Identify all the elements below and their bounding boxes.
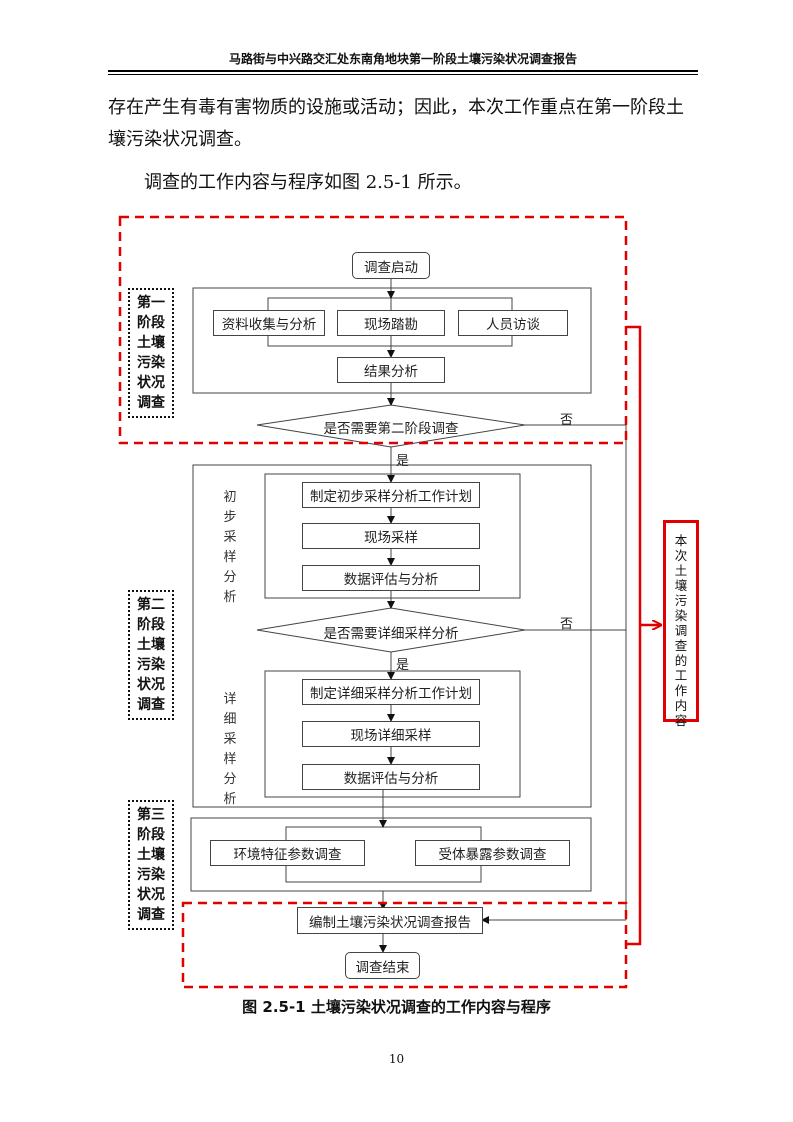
label-char: 分: [223, 570, 237, 585]
phase1-highlight-frame: [118, 215, 628, 445]
label-char: 的: [674, 653, 688, 668]
label-char: 染: [674, 608, 688, 623]
label-char: 采: [223, 732, 237, 747]
label-line: 污染: [137, 867, 165, 883]
label-char: 分: [223, 772, 237, 787]
label-char: 析: [223, 792, 237, 807]
label-char: 调: [674, 623, 688, 638]
label-char: 析: [223, 590, 237, 605]
label-line: 调查: [137, 697, 165, 713]
label-char: 污: [674, 593, 688, 608]
detailed-data-eval-node: 数据评估与分析: [302, 764, 480, 790]
no-label: 否: [560, 413, 574, 428]
label-char: 容: [674, 713, 688, 728]
label-char: 细: [223, 712, 237, 727]
label-line: 调查: [137, 907, 165, 923]
label-line: 阶段: [137, 315, 165, 331]
phase1-frame: [192, 287, 592, 394]
detailed-sampling-frame: [264, 670, 521, 798]
label-line: 第一: [137, 295, 165, 311]
label-char: 次: [674, 548, 688, 563]
detailed-sampling-node: 现场详细采样: [302, 721, 480, 747]
label-char: 本: [674, 533, 688, 548]
running-header: 马路街与中兴路交汇处东南角地块第一阶段土壤污染状况调查报告: [228, 52, 577, 66]
label-char: 样: [223, 550, 237, 565]
label-line: 土壤: [137, 847, 165, 863]
figure-caption: 图 2.5-1 土壤污染状况调查的工作内容与程序: [242, 998, 551, 1016]
result-analysis-node: 结果分析: [337, 357, 445, 383]
page-number: 10: [388, 1052, 405, 1066]
paragraph-line: 存在产生有毒有害物质的设施或活动；因此，本次工作重点在第一阶段土: [108, 97, 684, 118]
label-char: 样: [223, 752, 237, 767]
phase3-label: 第三 阶段 土壤 污染 状况 调查: [128, 800, 174, 930]
report-node: 编制土壤污染状况调查报告: [297, 907, 483, 934]
label-char: 步: [223, 510, 237, 525]
label-char: 查: [674, 638, 688, 653]
paragraph-line: 壤污染状况调查。: [108, 129, 252, 150]
label-line: 阶段: [137, 827, 165, 843]
scope-label: 本 次 土 壤 污 染 调 查 的 工 作 内 容: [663, 520, 699, 728]
phase3-frame: [190, 817, 592, 892]
header-rule-thin: [108, 74, 698, 75]
decision-phase2-text: 是否需要第二阶段调查: [323, 421, 459, 437]
label-line: 状况: [137, 887, 165, 903]
yes-label: 是: [396, 658, 410, 673]
label-line: 第二: [137, 597, 165, 613]
label-line: 土壤: [137, 335, 165, 351]
scope-bracket: [626, 325, 642, 946]
yes-label: 是: [396, 454, 410, 469]
initial-sampling-side-label: 初 步 采 样 分 析: [222, 488, 238, 608]
label-char: 工: [674, 668, 688, 683]
label-char: 作: [674, 683, 688, 698]
env-params-node: 环境特征参数调查: [210, 840, 365, 866]
initial-data-eval-node: 数据评估与分析: [302, 565, 480, 591]
label-line: 状况: [137, 677, 165, 693]
phase2-frame: [192, 464, 592, 808]
label-char: 采: [223, 530, 237, 545]
label-char: 初: [223, 490, 237, 505]
paragraph: 调查的工作内容与程序如图 2.5-1 所示。: [144, 172, 472, 193]
phase2-label: 第二 阶段 土壤 污染 状况 调查: [128, 590, 174, 720]
detailed-sampling-side-label: 详 细 采 样 分 析: [222, 690, 238, 810]
initial-sampling-frame: [264, 473, 521, 599]
task-interviews: 人员访谈: [458, 310, 568, 336]
label-line: 调查: [137, 395, 165, 411]
decision-detailed-text: 是否需要详细采样分析: [323, 626, 459, 642]
initial-plan-node: 制定初步采样分析工作计划: [302, 482, 480, 508]
label-char: 详: [223, 692, 237, 707]
label-line: 状况: [137, 375, 165, 391]
label-char: 壤: [674, 578, 688, 593]
label-char: 内: [674, 698, 688, 713]
site-sampling-node: 现场采样: [302, 523, 480, 549]
label-line: 第三: [137, 807, 165, 823]
label-line: 污染: [137, 657, 165, 673]
no-label: 否: [560, 617, 574, 632]
phase1-label: 第一 阶段 土壤 污染 状况 调查: [128, 288, 174, 418]
task-site-survey: 现场踏勘: [337, 310, 445, 336]
header-rule: [108, 70, 698, 72]
receptor-exposure-node: 受体暴露参数调查: [415, 840, 570, 866]
detailed-plan-node: 制定详细采样分析工作计划: [302, 679, 480, 705]
label-line: 污染: [137, 355, 165, 371]
task-data-collection: 资料收集与分析: [213, 310, 325, 336]
label-line: 阶段: [137, 617, 165, 633]
end-node: 调查结束: [345, 952, 420, 979]
label-char: 土: [674, 563, 688, 578]
start-node: 调查启动: [352, 252, 430, 279]
label-line: 土壤: [137, 637, 165, 653]
